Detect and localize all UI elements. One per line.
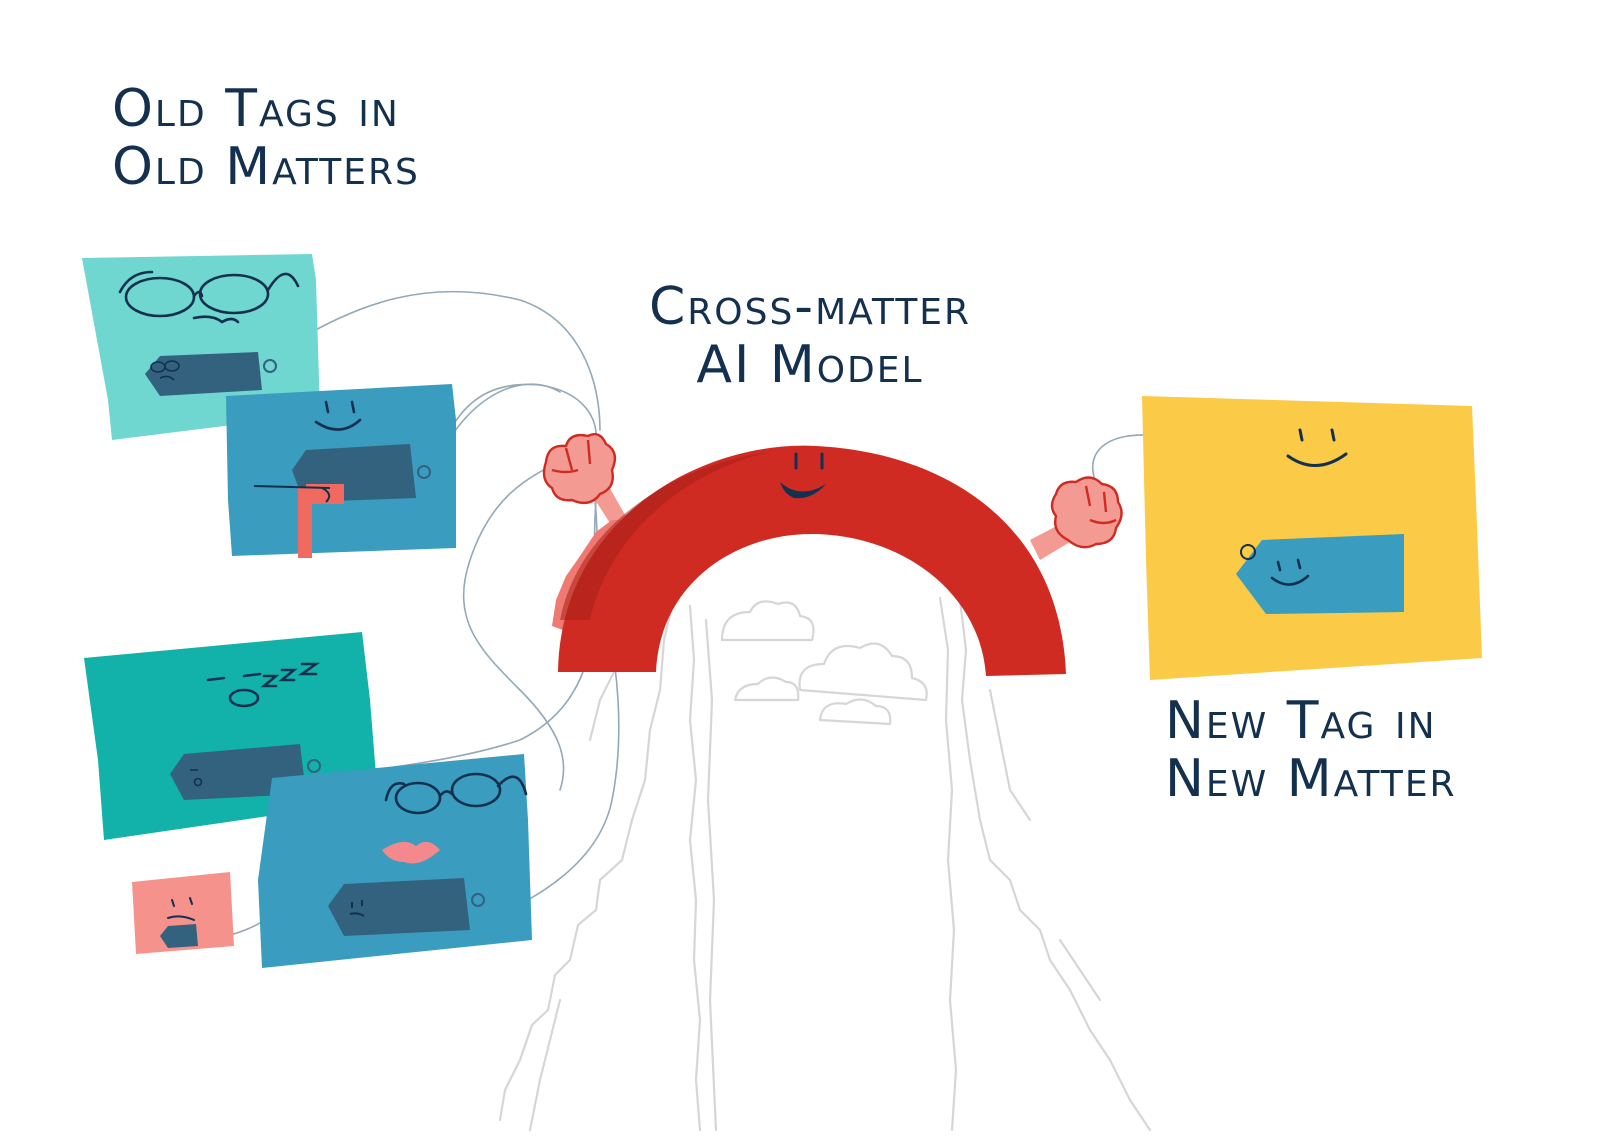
fist-icon xyxy=(1050,476,1123,549)
arch-character xyxy=(542,433,1123,676)
old-matter-card-4 xyxy=(258,754,532,968)
tag-icon xyxy=(160,924,198,948)
new-tag-label-line-2: New Matter xyxy=(1165,749,1457,810)
model-label-line-1: Cross-matter xyxy=(648,277,972,337)
tag-holder xyxy=(298,488,312,558)
tag-icon xyxy=(328,878,470,936)
old-tags-label-line-1: Old Tags in xyxy=(112,79,400,139)
old-matter-card-2 xyxy=(226,384,456,558)
new-tag-label: New Tag in New Matter xyxy=(1165,691,1457,810)
ropes xyxy=(205,290,1263,941)
cliff-outline xyxy=(498,596,1152,1132)
old-matter-card-5 xyxy=(132,872,234,954)
tag-icon xyxy=(1236,534,1404,614)
model-label-line-2: AI Model xyxy=(696,335,924,396)
old-matter-card-1 xyxy=(82,254,320,440)
old-tags-label: Old Tags in Old Matters xyxy=(112,79,420,198)
new-matter-card xyxy=(1142,396,1482,680)
glasses-face xyxy=(118,270,300,324)
new-tag-label-line-1: New Tag in xyxy=(1165,691,1437,751)
tag-icon xyxy=(145,352,262,396)
fist-icon xyxy=(542,433,617,505)
lips xyxy=(382,841,440,864)
old-tags-label-line-2: Old Matters xyxy=(112,137,420,198)
model-label: Cross-matter AI Model xyxy=(620,277,1000,396)
